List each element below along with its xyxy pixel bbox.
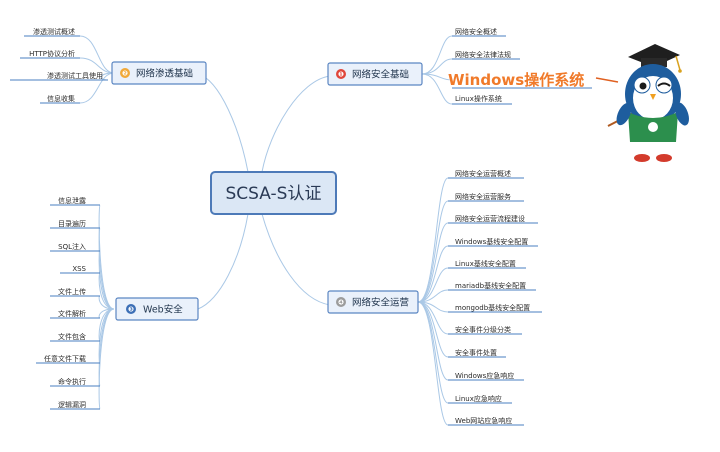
leaf-label: mariadb基线安全配置 — [455, 281, 526, 290]
leaf-node[interactable]: 安全事件处置 — [448, 348, 506, 358]
leaf-node[interactable]: 文件上传 — [50, 287, 100, 297]
leaf-node[interactable]: 安全事件分级分类 — [448, 325, 522, 335]
branch-4-items: 网络安全运营概述 网络安全运营服务 网络安全运营流程建设 Windows基线安全… — [448, 169, 542, 426]
leaf-label: 逻辑漏洞 — [58, 400, 86, 409]
leaf-node[interactable]: 逻辑漏洞 — [50, 400, 100, 410]
leaf-node[interactable]: 信息泄露 — [50, 196, 100, 206]
leaf-label: 命令执行 — [58, 377, 86, 386]
leaf-node[interactable]: 渗透测试工具使用 — [10, 71, 108, 81]
branch-2-label: 网络渗透基础 — [136, 68, 193, 80]
leaf-label: 安全事件处置 — [455, 348, 497, 357]
leaf-label: 渗透测试工具使用 — [47, 71, 103, 80]
leaf-node[interactable]: 网络安全概述 — [452, 27, 506, 37]
connector-lines — [79, 35, 453, 426]
branch-node-web-security[interactable]: ❸ Web安全 — [115, 297, 199, 321]
leaf-label: 网络安全运营服务 — [455, 192, 511, 201]
leaf-node[interactable]: XSS — [60, 265, 100, 274]
leaf-node[interactable]: 网络安全运营服务 — [448, 192, 524, 202]
leaf-label: Linux应急响应 — [455, 394, 502, 403]
leaf-label: Linux基线安全配置 — [455, 259, 516, 268]
leaf-node-highlight[interactable]: Windows操作系统 — [448, 71, 592, 89]
leaf-label: 文件上传 — [58, 287, 86, 296]
branch-node-network-security-basics[interactable]: ❶ 网络安全基础 — [327, 62, 423, 86]
leaf-label: 文件包含 — [58, 332, 86, 341]
branch-node-penetration-basics[interactable]: ❷ 网络渗透基础 — [111, 61, 207, 85]
owl-graduate-mascot-icon — [616, 44, 689, 162]
leaf-node[interactable]: Windows基线安全配置 — [448, 237, 538, 247]
branch-node-security-operations[interactable]: ❹ 网络安全运营 — [327, 290, 419, 314]
pointer-stick — [595, 77, 619, 83]
leaf-node[interactable]: 网络安全运营概述 — [448, 169, 524, 179]
branch-3-items: 信息泄露 目录遍历 SQL注入 XSS 文件上传 文件解析 文件包含 任意文件下… — [36, 196, 100, 410]
leaf-label: 网络安全概述 — [455, 27, 497, 36]
leaf-node[interactable]: Linux基线安全配置 — [448, 259, 526, 269]
leaf-label: 网络安全法律法规 — [455, 50, 511, 59]
highlight-label: Windows操作系统 — [448, 71, 584, 89]
badge-2-icon — [120, 68, 130, 78]
leaf-label: 文件解析 — [58, 309, 86, 318]
leaf-node[interactable]: HTTP协议分析 — [20, 49, 80, 59]
leaf-label: 信息收集 — [47, 94, 75, 103]
branch-3-label: Web安全 — [143, 304, 183, 316]
badge-2-number: ❷ — [122, 70, 128, 78]
badge-4-icon — [336, 297, 346, 307]
leaf-node[interactable]: Linux应急响应 — [448, 394, 512, 404]
leaf-node[interactable]: 文件包含 — [50, 332, 100, 342]
leaf-label: Linux操作系统 — [455, 94, 502, 103]
badge-3-number: ❸ — [128, 306, 134, 314]
leaf-node[interactable]: 网络安全运营流程建设 — [448, 214, 538, 224]
leaf-label: Windows应急响应 — [455, 371, 514, 380]
leaf-label: 渗透测试概述 — [33, 27, 75, 36]
leaf-label: 网络安全运营概述 — [455, 169, 511, 178]
branch-1-label: 网络安全基础 — [352, 69, 409, 81]
leaf-label: 安全事件分级分类 — [455, 325, 511, 334]
leaf-label: Windows基线安全配置 — [455, 237, 528, 246]
leaf-label: 信息泄露 — [58, 196, 86, 205]
leaf-node[interactable]: mariadb基线安全配置 — [448, 281, 536, 291]
leaf-label: XSS — [72, 265, 86, 273]
leaf-node[interactable]: 网络安全法律法规 — [452, 50, 520, 60]
leaf-label: SQL注入 — [58, 242, 86, 251]
badge-1-number: ❶ — [338, 71, 344, 79]
badge-1-icon — [336, 69, 346, 79]
leaf-node[interactable]: 渗透测试概述 — [24, 27, 80, 37]
root-label: SCSA-S认证 — [226, 184, 322, 204]
leaf-node[interactable]: mongodb基线安全配置 — [448, 303, 542, 313]
leaf-node[interactable]: Linux操作系统 — [452, 94, 512, 105]
leaf-node[interactable]: 命令执行 — [50, 377, 100, 387]
leaf-label: 任意文件下载 — [44, 354, 86, 363]
branch-2-items: 渗透测试概述 HTTP协议分析 渗透测试工具使用 信息收集 — [10, 27, 108, 104]
branch-4-label: 网络安全运营 — [352, 297, 409, 309]
root-node[interactable]: SCSA-S认证 — [210, 171, 337, 215]
badge-4-number: ❹ — [338, 299, 344, 307]
leaf-node[interactable]: 信息收集 — [40, 94, 80, 104]
leaf-node[interactable]: SQL注入 — [50, 242, 100, 252]
leaf-node[interactable]: 任意文件下载 — [36, 354, 100, 364]
leaf-label: 网络安全运营流程建设 — [455, 214, 525, 223]
leaf-label: 目录遍历 — [58, 219, 86, 228]
leaf-label: HTTP协议分析 — [29, 49, 75, 58]
leaf-node[interactable]: Windows应急响应 — [448, 371, 524, 381]
branch-1-items: 网络安全概述 网络安全法律法规 Windows操作系统 Linux操作系统 — [448, 27, 592, 105]
leaf-node[interactable]: 文件解析 — [50, 309, 100, 319]
badge-3-icon — [126, 304, 136, 314]
leaf-label: Web网站应急响应 — [455, 416, 512, 425]
leaf-node[interactable]: 目录遍历 — [50, 219, 100, 229]
leaf-node[interactable]: Web网站应急响应 — [448, 416, 524, 426]
leaf-label: mongodb基线安全配置 — [455, 303, 530, 312]
